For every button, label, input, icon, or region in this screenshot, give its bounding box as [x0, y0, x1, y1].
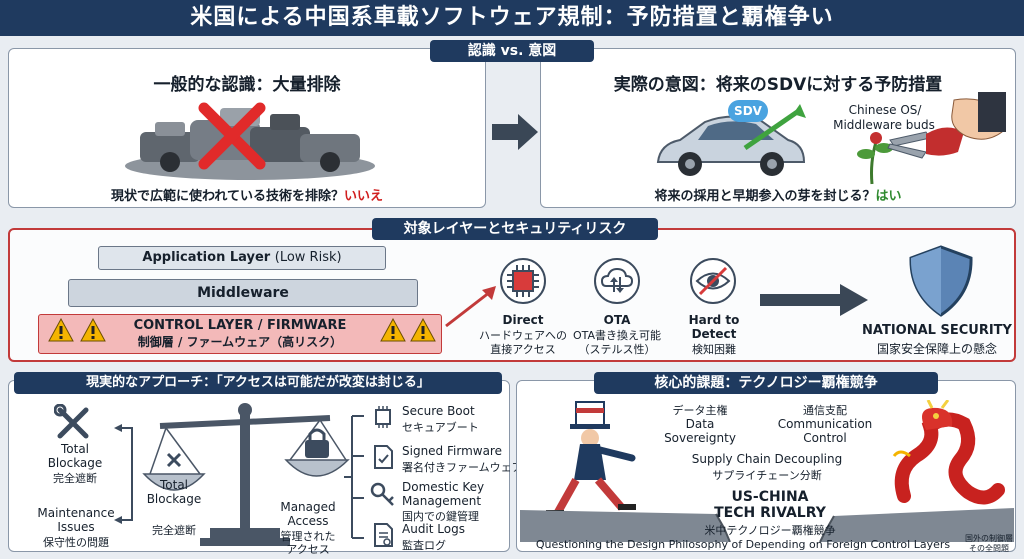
risk-detect-ja: 検知困難 — [692, 343, 736, 356]
left-bracket — [114, 424, 133, 524]
warning-icon-2 — [80, 318, 106, 342]
left-item-1-en2: Blockage — [47, 456, 103, 470]
pan-left-line1: Total — [159, 478, 189, 492]
red-arrow-icon — [445, 286, 496, 328]
application-layer-label: Application Layer — [142, 250, 271, 265]
section1-header: 認識 vs. 意図 — [430, 40, 594, 62]
sdv-badge: SDV — [728, 100, 768, 122]
cloud-sync-icon — [594, 258, 640, 304]
right-item-2-en: Signed Firmware — [402, 444, 502, 458]
risk-direct-ja2: 直接アクセス — [490, 343, 556, 356]
perception-answer: いいえ — [343, 189, 383, 204]
warning-icon-4 — [410, 318, 436, 342]
bud-label-line2: Middleware buds — [833, 118, 935, 132]
comm-control-line1: Communication — [777, 417, 873, 431]
risk-ota-ja2: （ステルス性） — [578, 343, 656, 356]
us-figure-illustration — [546, 401, 636, 516]
application-layer: Application Layer (Low Risk) — [98, 246, 386, 270]
chip-icon-glyph — [507, 265, 539, 297]
data-sovereignty-line1: Data — [685, 417, 715, 431]
left-item-2-ja: 保守性の問題 — [43, 536, 109, 549]
chip-icon — [500, 258, 546, 304]
intent-question: 将来の採用と早期参入の芽を封じる？はい — [540, 185, 1016, 204]
section3-header: 現実的なアプローチ：「アクセスは可能だが改変は封じる」 — [14, 372, 502, 394]
risk-ota-ja1: OTA書き換え可能 — [572, 329, 662, 342]
footer-caption-en: Questioning the Design Philosophy of Dep… — [535, 538, 951, 551]
document-check-icon — [374, 445, 393, 469]
section2-header: 対象レイヤーとセキュリティリスク — [372, 218, 658, 240]
pan-right-line1: Managed — [280, 500, 336, 514]
footer-caption-ja2: その全問題 — [969, 544, 1009, 553]
risk-ota-en: OTA — [603, 313, 631, 327]
right-item-4-ja: 監査ログ — [402, 539, 446, 552]
risk-detect-en2: Detect — [691, 327, 737, 341]
hidden-eye-icon — [690, 258, 736, 304]
rivalry-line2: TECH RIVALRY — [714, 505, 826, 521]
section4-header: 核心的課題：テクノロジー覇権競争 — [594, 372, 938, 394]
supply-chain-en: Supply Chain Decoupling — [691, 452, 843, 466]
pan-left-ja: 完全遮断 — [152, 524, 196, 537]
approach-panel — [8, 380, 510, 552]
right-bracket — [344, 415, 364, 539]
pan-right-line2: Access — [287, 514, 329, 528]
bud-label-line1: Chinese OS/ — [848, 103, 922, 117]
tools-icon — [54, 404, 89, 439]
footer-caption-ja1: 国外の制御層 — [965, 534, 1013, 543]
right-item-1-ja: セキュアブート — [402, 421, 479, 434]
data-sovereignty-ja: データ主権 — [672, 404, 728, 417]
control-layer-label-ja: 制御層 / ファームウェア（高リスク） — [137, 335, 343, 349]
middleware-layer: Middleware — [68, 279, 418, 307]
perception-question: 現状で広範に使われている技術を排除？いいえ — [8, 185, 486, 204]
comm-control-line2: Control — [803, 431, 847, 445]
shield-icon — [909, 245, 973, 317]
pan-right-ja1: 管理された — [280, 530, 336, 543]
left-item-1-ja: 完全遮断 — [53, 472, 97, 485]
left-item-1-en1: Total — [60, 442, 90, 456]
left-item-2-en2: Issues — [57, 520, 95, 534]
rivalry-ja: 米中テクノロジー覇権競争 — [704, 524, 836, 537]
perception-heading: 一般的な認識：大量排除 — [153, 75, 341, 95]
rivalry-line1: US-CHINA — [731, 489, 809, 505]
application-layer-risk: (Low Risk) — [274, 250, 342, 265]
risk-detect-en1: Hard to — [688, 313, 740, 327]
data-sovereignty-line2: Sovereignty — [664, 431, 736, 445]
security-arrow-icon — [760, 284, 868, 316]
hidden-eye-icon-glyph — [695, 266, 731, 296]
big-arrow-icon — [492, 114, 538, 150]
comm-control-ja: 通信支配 — [803, 404, 847, 417]
intent-answer: はい — [875, 189, 902, 204]
perception-question-text: 現状で広範に使われている技術を排除？ — [111, 189, 344, 204]
pan-left-line2: Blockage — [146, 492, 202, 506]
right-item-1-en: Secure Boot — [402, 404, 475, 418]
chip-small-icon — [375, 406, 391, 428]
key-icon — [370, 482, 394, 506]
pan-right-ja2: アクセス — [286, 543, 330, 556]
page-title: 米国による中国系車載ソフトウェア規制：予防措置と覇権争い — [0, 0, 1024, 36]
risk-direct-ja1: ハードウェアへの — [479, 329, 567, 342]
warning-icon-1 — [48, 318, 74, 342]
control-layer-label-en: CONTROL LAYER / FIRMWARE — [133, 318, 347, 333]
right-item-2-ja: 署名付きファームウェア — [402, 461, 523, 474]
right-item-4-en: Audit Logs — [402, 522, 465, 536]
right-item-3-en2: Management — [402, 494, 482, 508]
right-item-3-en1: Domestic Key — [402, 480, 485, 494]
right-item-3-ja: 国内での鍵管理 — [402, 510, 479, 523]
dragon-illustration — [892, 400, 1005, 505]
security-label-en: NATIONAL SECURITY — [862, 323, 1012, 338]
warning-icon-3 — [380, 318, 406, 342]
cliff-illustration — [520, 508, 1014, 542]
left-item-2-en1: Maintenance — [37, 506, 115, 520]
audit-log-icon — [374, 523, 393, 547]
risk-direct-en: Direct — [502, 313, 544, 327]
cloud-sync-icon-glyph — [600, 267, 634, 293]
control-layer: CONTROL LAYER / FIRMWARE 制御層 / ファームウェア（高… — [38, 314, 442, 354]
bud-cutting-illustration — [857, 92, 1006, 185]
supply-chain-ja: サプライチェーン分断 — [712, 469, 822, 482]
cross-mark-icon — [198, 102, 266, 170]
intent-heading: 実際の意図：将来のSDVに対する予防措置 — [613, 75, 943, 95]
security-label-ja: 国家安全保障上の懸念 — [876, 342, 997, 356]
intent-question-text: 将来の採用と早期参入の芽を封じる？ — [654, 189, 876, 204]
balance-scale-illustration — [142, 403, 350, 546]
